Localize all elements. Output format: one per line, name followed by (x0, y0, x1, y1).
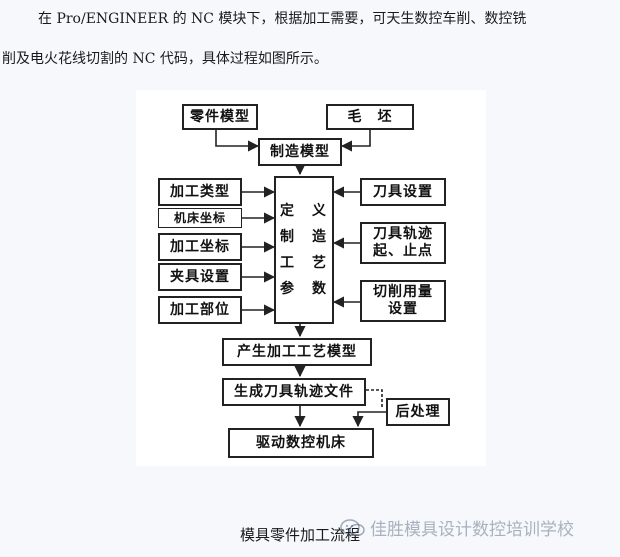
paragraph-line-1: 在 Pro/ENGINEER 的 NC 模块下，根据加工需要，可天生数控车削、数… (38, 11, 527, 27)
left-item-machining-region: 加工部位 (158, 296, 242, 324)
post-processing-box: 后处理 (386, 398, 450, 426)
watermark-text: 佳胜模具设计数控培训学校 (370, 520, 574, 540)
blank-box: 毛 坯 (326, 104, 414, 130)
left-item-machine-coords: 机床坐标 (158, 208, 242, 228)
wechat-icon (340, 518, 365, 536)
right-item-cutting-params: 切削用量 设置 (360, 280, 446, 322)
arrow-toolpath-to-post (366, 389, 383, 408)
watermark: 佳胜模具设计数控培训学校 (340, 515, 574, 540)
right-item-tool-setup: 刀具设置 (360, 178, 446, 206)
nc-flowchart: 零件模型 毛 坯 制造模型 加工类型 机床坐标 加工坐标 夹具设置 加工部位 定… (136, 90, 486, 466)
process-model-box: 产生加工工艺模型 (222, 338, 372, 366)
right-item-toolpath-endpoints: 刀具轨迹 起、止点 (360, 222, 446, 264)
arrow-part-to-mfg (215, 128, 260, 152)
part-model-box: 零件模型 (182, 104, 258, 130)
left-item-machining-type: 加工类型 (158, 178, 242, 206)
manufacturing-model-box: 制造模型 (258, 138, 342, 166)
arrow-blank-to-mfg (340, 128, 371, 152)
figure-caption: 模具零件加工流程 (240, 526, 361, 544)
define-process-params-box: 定 义 制 造 工 艺 参 数 (274, 176, 334, 324)
left-item-work-coords: 加工坐标 (158, 233, 242, 261)
left-item-fixture: 夹具设置 (158, 263, 242, 291)
drive-machine-box: 驱动数控机床 (228, 428, 374, 458)
flowchart-connectors (215, 128, 386, 428)
paragraph-line-2: 削及电火花线切割的 NC 代码，具体过程如图所示。 (2, 51, 328, 67)
arrow-post-to-drive (352, 411, 386, 428)
toolpath-file-box: 生成刀具轨迹文件 (222, 378, 366, 406)
